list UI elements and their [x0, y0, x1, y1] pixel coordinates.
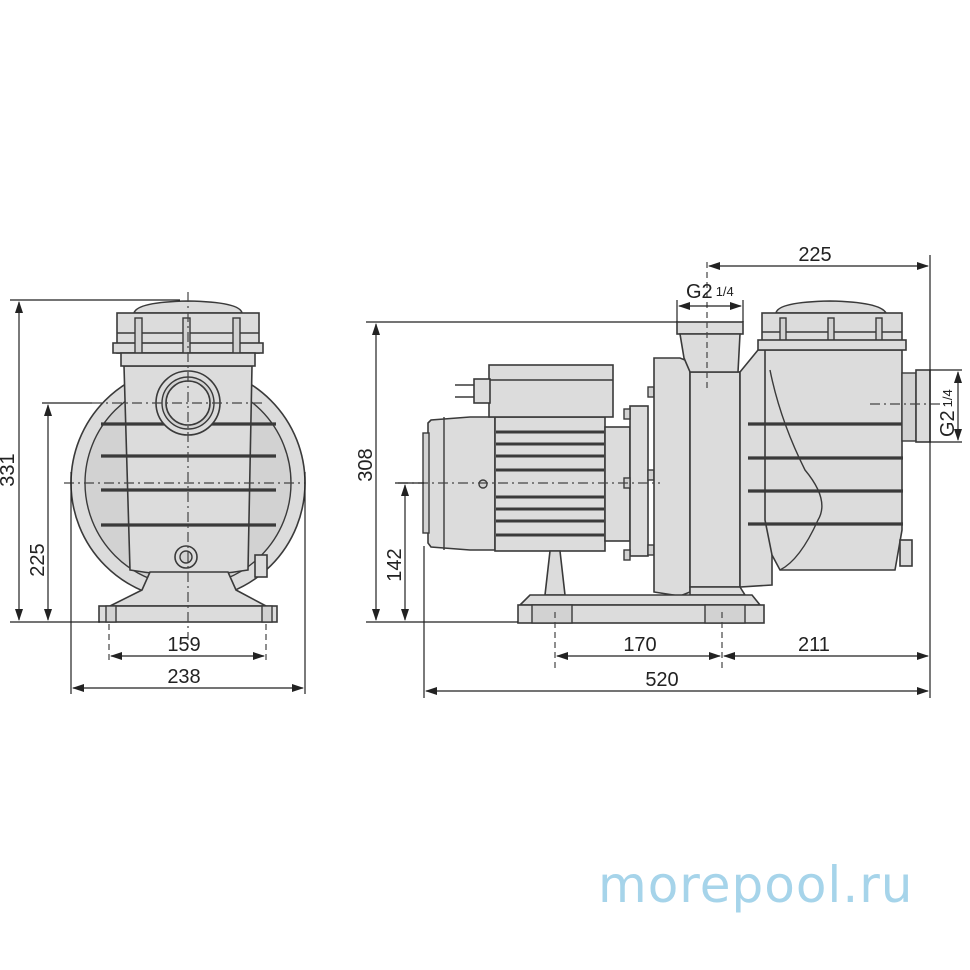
watermark-logo: morepool.ru: [598, 856, 914, 914]
dim-225-front-label: 225: [27, 543, 49, 576]
inlet-pipe: [901, 369, 931, 443]
side-drain: [254, 554, 268, 578]
outlet-pipe: [676, 321, 744, 373]
drain-plug: [174, 545, 198, 569]
dim-331-label: 331: [0, 453, 19, 486]
dim-308-label: 308: [355, 448, 377, 481]
side-view: [398, 262, 945, 624]
strainer-pot: [748, 349, 913, 571]
dim-225-side-label: 225: [798, 244, 831, 266]
dim-142-label: 142: [384, 548, 406, 581]
dim-170-label: 170: [623, 634, 656, 656]
dim-238-label: 238: [167, 666, 200, 688]
dim-159-label: 159: [167, 634, 200, 656]
inlet-thread-label: G21/4: [937, 389, 959, 437]
dim-211-label: 211: [798, 634, 830, 656]
strainer-lid-side: [757, 300, 907, 351]
ground-screw: [478, 479, 488, 489]
dim-520-label: 520: [645, 669, 678, 691]
front-view: [64, 292, 306, 640]
cable-gland: [473, 378, 491, 404]
pot-drain: [899, 539, 913, 567]
pump-volute: [653, 357, 741, 597]
side-base: [517, 550, 765, 624]
motor-body: [478, 416, 631, 552]
front-dimensions: 331 225 159 238: [0, 299, 306, 694]
terminal-box: [455, 364, 614, 418]
